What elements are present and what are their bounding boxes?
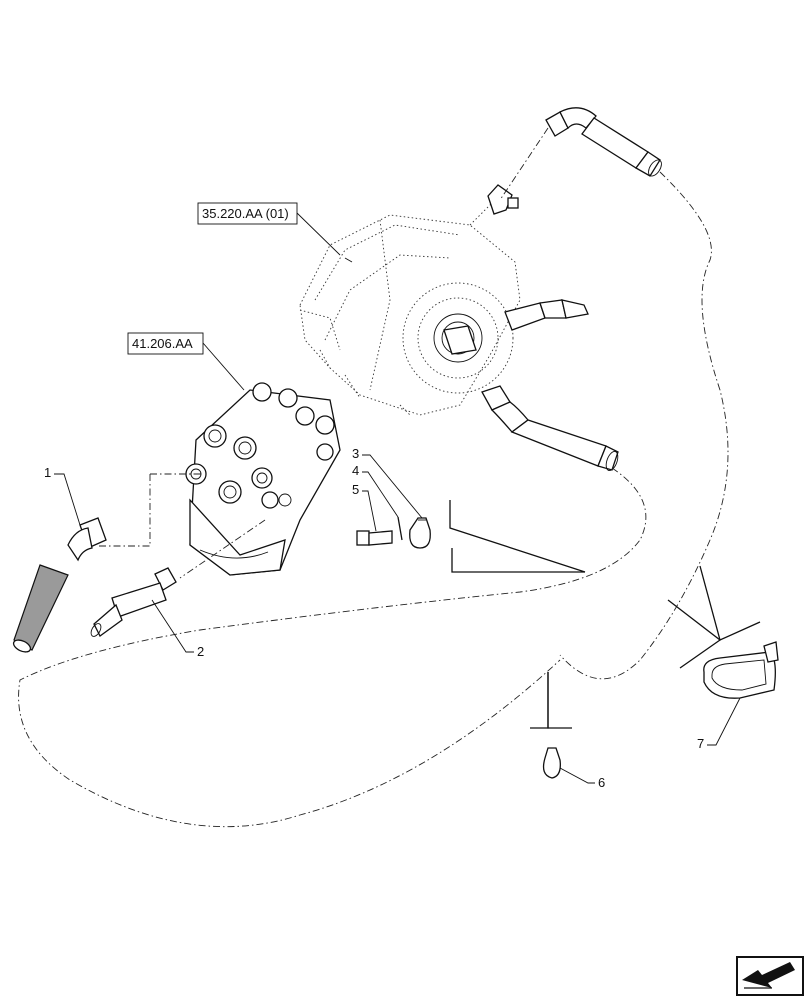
callout-1[interactable]: 1 [44,465,51,480]
lower-pump-hose [481,385,619,472]
pump-leader-end [344,257,353,263]
callout-2-leader [151,599,194,653]
routing-line-c [18,467,647,828]
upper-hose [545,107,662,177]
routing-line-d [559,171,729,680]
part-2-adapter [90,567,177,637]
steering-unit-reference-leader [202,342,245,391]
callout-4-leader [362,471,399,518]
section-break-marks [449,500,761,729]
hydraulic-pump [299,184,589,416]
next-page-arrow-icon[interactable] [736,956,804,996]
routing-line-b [179,519,266,579]
callout-5-leader [362,490,377,532]
part-4-washer [397,516,403,541]
upper-hose-centerline [499,127,549,201]
part-5-bolt [356,530,393,546]
callout-7[interactable]: 7 [697,736,704,751]
callout-4[interactable]: 4 [352,463,359,478]
callout-3-leader [362,454,423,519]
steering-unit-reference-label[interactable]: 41.206.AA [127,332,204,355]
part-7-cable-tie [703,641,779,699]
part-6-clip [542,747,561,779]
callout-1-leader [54,473,81,526]
callout-2[interactable]: 2 [197,644,204,659]
callout-3[interactable]: 3 [352,446,359,461]
callout-6-leader [559,767,595,784]
callout-6[interactable]: 6 [598,775,605,790]
callout-7-leader [707,697,741,746]
pump-reference-label[interactable]: 35.220.AA (01) [197,202,298,225]
part-3-clip [409,517,431,549]
routing-line-a [98,473,202,547]
pump-reference-leader [296,212,341,256]
steering-unit-reference-text: 41.206.AA [132,336,193,351]
part-1-hose [12,517,107,653]
pump-reference-text: 35.220.AA (01) [202,206,289,221]
callout-5[interactable]: 5 [352,482,359,497]
steering-control-unit [185,382,341,576]
